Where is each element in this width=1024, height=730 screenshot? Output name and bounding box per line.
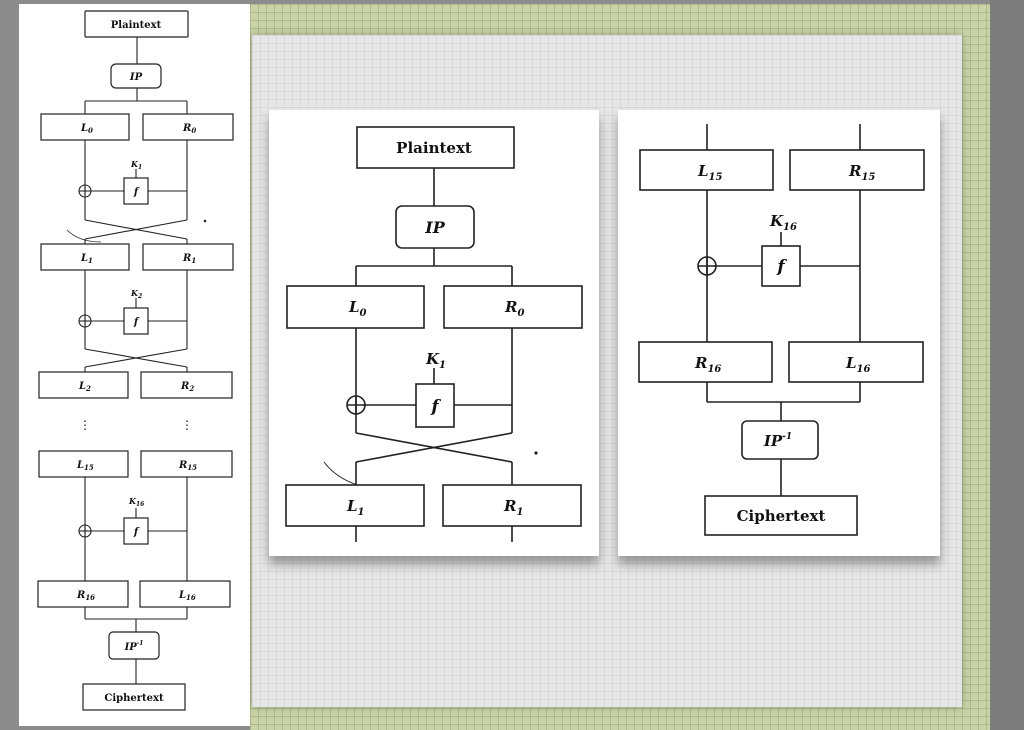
k2-label: K2 (130, 288, 142, 300)
k1-label: K1 (425, 350, 446, 371)
window-edge (990, 0, 1024, 730)
k16-label: K16 (769, 212, 797, 233)
l15-label: L15 (697, 162, 723, 183)
k16-label: K16 (128, 496, 145, 508)
full-des-diagram: Plaintext IP L0 R0 K1 f L1 R1 K2 f L2 R2… (37, 10, 234, 711)
l1-label: L1 (80, 253, 93, 265)
plaintext-label: Plaintext (396, 139, 472, 157)
l16-label: L16 (178, 590, 196, 602)
f16-label: f (133, 527, 140, 538)
l0-label: L0 (80, 123, 93, 135)
ip-label: IP (424, 218, 445, 237)
plaintext-label: Plaintext (111, 20, 162, 31)
xor-icon (697, 256, 717, 276)
ellipsis-left: ⋮ (79, 418, 91, 432)
r16-label: R16 (694, 354, 721, 375)
r0-label: R0 (504, 298, 524, 319)
ciphertext-label: Ciphertext (737, 507, 826, 525)
r0-label: R0 (182, 123, 196, 135)
f-label: f (430, 397, 441, 417)
r2-label: R2 (180, 381, 194, 393)
ciphertext-label: Ciphertext (104, 693, 164, 704)
ip-inverse-label: IP-1 (124, 640, 144, 653)
final-round-diagram: L15 R15 K16 f R16 L16 IP-1 Ciphertext (638, 124, 925, 536)
ip-inverse-label: IP-1 (763, 432, 792, 450)
r15-label: R15 (848, 162, 875, 183)
l2-label: L2 (78, 381, 91, 393)
l0-label: L0 (348, 298, 367, 319)
speck (203, 219, 207, 223)
f2-label: f (133, 317, 140, 328)
final-round-diagram-panel: L15 R15 K16 f R16 L16 IP-1 Ciphertext (618, 110, 940, 556)
r15-label: R15 (178, 460, 197, 472)
k1-label: K1 (130, 159, 142, 171)
full-des-diagram-panel: Plaintext IP L0 R0 K1 f L1 R1 K2 f L2 R2… (19, 4, 250, 726)
first-round-diagram: Plaintext IP L0 R0 K1 f L1 R1 (285, 126, 583, 542)
l16-label: L16 (845, 354, 871, 375)
r1-label: R1 (182, 253, 196, 265)
xor-icon (346, 395, 366, 415)
f-label: f (776, 257, 787, 277)
ellipsis-right: ⋮ (181, 418, 193, 432)
l15-label: L15 (76, 460, 94, 472)
f1-label: f (133, 187, 140, 198)
first-round-diagram-panel: Plaintext IP L0 R0 K1 f L1 R1 (269, 110, 599, 556)
r1-label: R1 (503, 497, 523, 518)
ip-label: IP (129, 72, 143, 83)
r16-label: R16 (76, 590, 95, 602)
speck (534, 451, 538, 455)
l1-label: L1 (346, 497, 365, 518)
